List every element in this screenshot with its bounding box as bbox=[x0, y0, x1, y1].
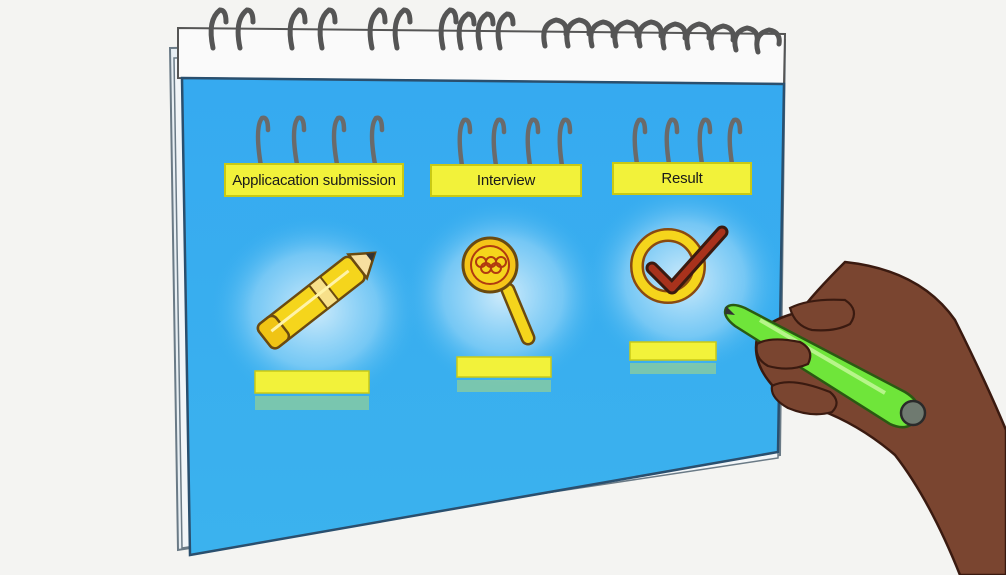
bar-2-reflection bbox=[457, 380, 551, 392]
bar-3 bbox=[630, 342, 716, 360]
step-label-application: Applicacation submission bbox=[224, 163, 404, 197]
bar-1-reflection bbox=[255, 396, 369, 410]
step-label-result: Result bbox=[612, 162, 752, 195]
step-label-interview: Interview bbox=[430, 164, 582, 197]
bar-2 bbox=[457, 357, 551, 377]
bar-3-reflection bbox=[630, 363, 716, 374]
bar-1 bbox=[255, 371, 369, 393]
calendar-top-strip bbox=[178, 28, 785, 84]
